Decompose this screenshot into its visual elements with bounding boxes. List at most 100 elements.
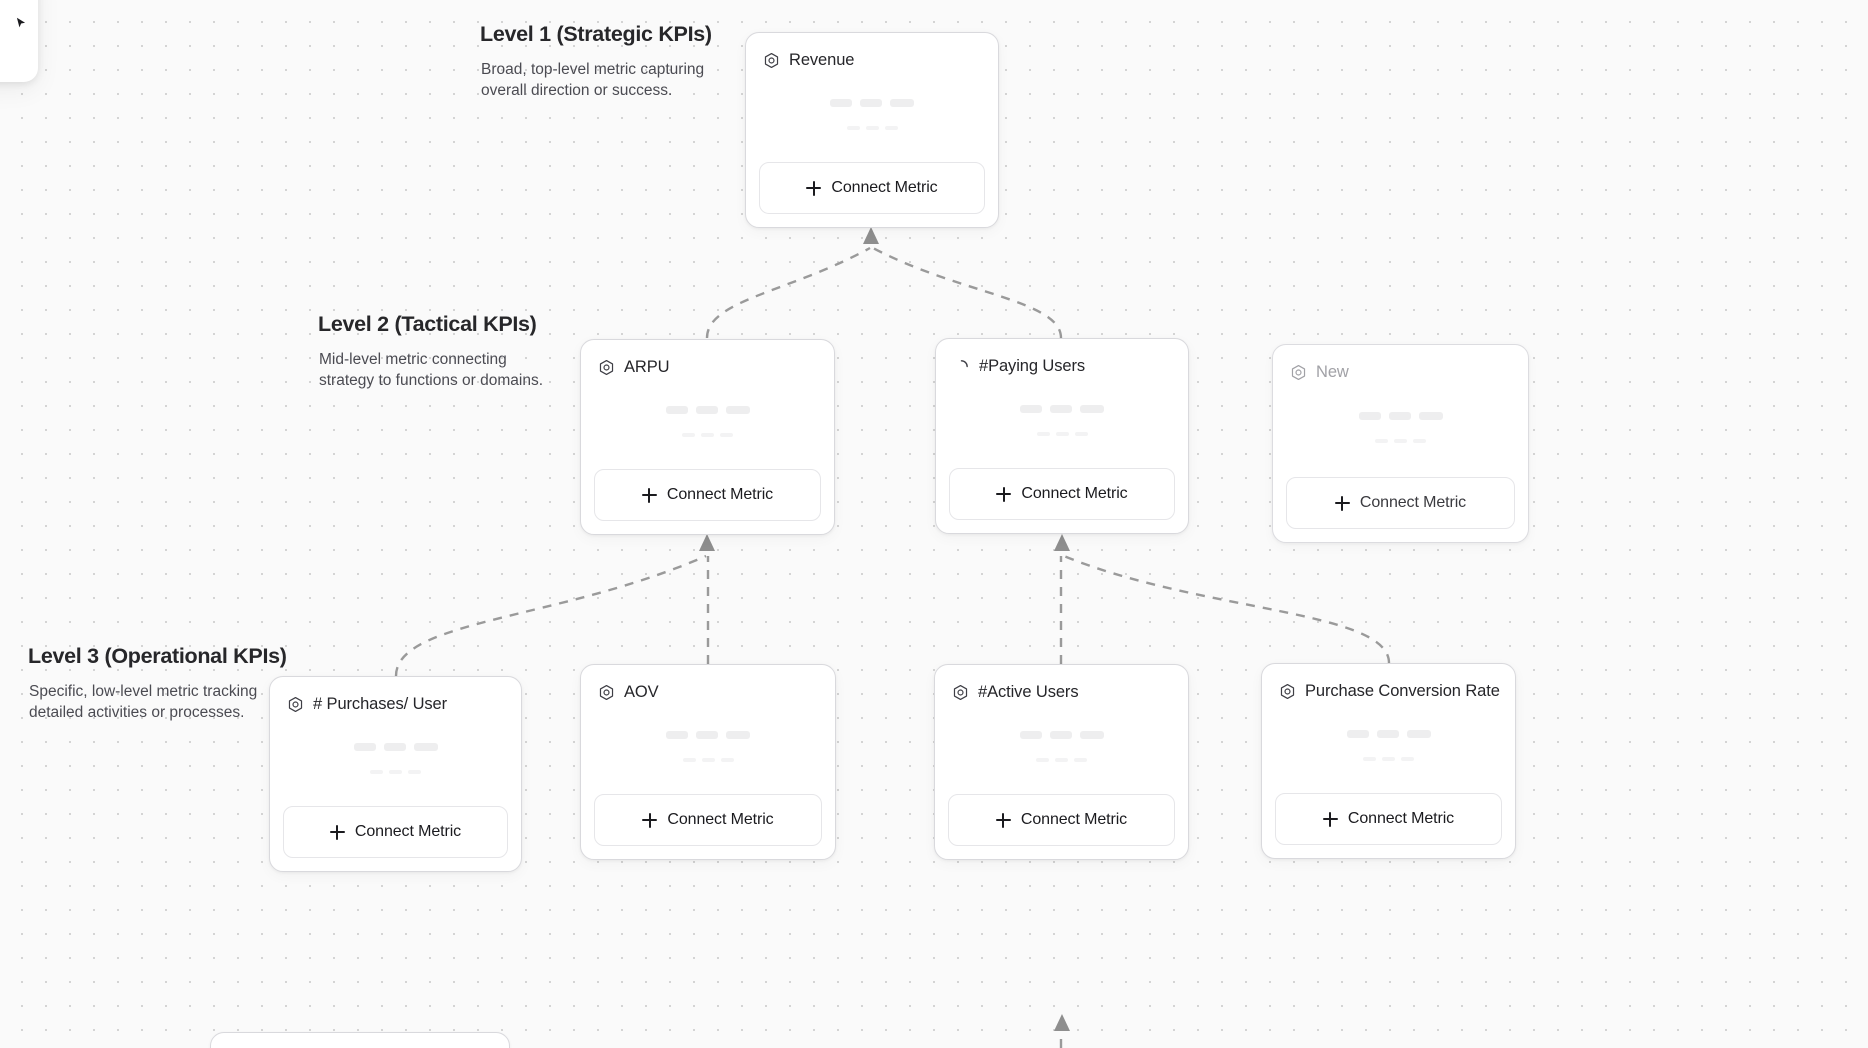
card-skeleton-body xyxy=(594,704,822,794)
card-title: Revenue xyxy=(789,50,855,69)
metric-card-aov[interactable]: AOV Connect Metric xyxy=(580,664,836,860)
card-skeleton-body xyxy=(948,704,1175,794)
plus-icon xyxy=(1334,495,1350,511)
skeleton-bar xyxy=(1418,412,1443,420)
connect-metric-label: Connect Metric xyxy=(1020,811,1128,828)
level-3-title: Level 3 (Operational KPIs) xyxy=(28,644,287,668)
skeleton-row-secondary xyxy=(1363,756,1414,761)
hexagon-metric-icon xyxy=(1280,683,1295,699)
connect-metric-button[interactable]: Connect Metric xyxy=(1286,477,1515,529)
connect-metric-button[interactable]: Connect Metric xyxy=(948,794,1175,846)
skeleton-bar xyxy=(1080,404,1104,413)
level-3-descriptor: Level 3 (Operational KPIs) Specific, low… xyxy=(28,644,287,723)
card-title: #Active Users xyxy=(978,682,1079,701)
card-header: AOV xyxy=(594,678,822,704)
level-2-title: Level 2 (Tactical KPIs) xyxy=(318,312,537,336)
metric-card-purchases-per-user[interactable]: # Purchases/ User Connect Metric xyxy=(269,676,522,872)
skeleton-row-secondary xyxy=(846,125,898,130)
skeleton-bar xyxy=(884,125,898,130)
hexagon-metric-icon xyxy=(764,52,779,68)
plus-icon xyxy=(1322,811,1338,827)
card-skeleton-body xyxy=(1286,384,1515,477)
card-header: # Purchases/ User xyxy=(283,690,508,716)
edge-arpu-to-revenue xyxy=(705,246,871,339)
skeleton-bar xyxy=(1388,412,1411,420)
connect-metric-label: Connect Metric xyxy=(831,179,938,196)
plus-icon xyxy=(642,812,658,828)
skeleton-bar xyxy=(830,98,852,107)
skeleton-bar xyxy=(1074,431,1088,436)
metric-card-purchase-conversion-rate[interactable]: Purchase Conversion Rate Connect Metric xyxy=(1261,663,1516,859)
skeleton-row-primary xyxy=(1020,404,1104,413)
skeleton-bar xyxy=(1394,439,1407,443)
connect-metric-label: Connect Metric xyxy=(667,811,774,828)
loading-spinner-icon xyxy=(960,359,968,367)
card-header: Purchase Conversion Rate xyxy=(1275,677,1502,703)
connect-metric-button[interactable]: Connect Metric xyxy=(594,794,822,846)
skeleton-bar xyxy=(696,730,718,739)
card-skeleton-body xyxy=(594,379,821,469)
skeleton-bar xyxy=(1074,757,1087,762)
edge-conversion-to-paying xyxy=(1063,554,1391,664)
metric-card-new[interactable]: New Connect Metric xyxy=(1272,344,1529,543)
card-header: ARPU xyxy=(594,353,821,379)
edge-arrowhead xyxy=(863,227,879,244)
skeleton-bar xyxy=(408,769,421,774)
skeleton-row-primary xyxy=(353,742,438,751)
skeleton-row-secondary xyxy=(1375,439,1426,443)
skeleton-bar xyxy=(1036,431,1050,436)
skeleton-bar xyxy=(701,432,714,437)
connect-metric-label: Connect Metric xyxy=(354,823,462,840)
plus-icon xyxy=(996,486,1012,502)
skeleton-bar xyxy=(1346,729,1369,738)
skeleton-bar xyxy=(389,769,402,774)
connect-metric-label: Connect Metric xyxy=(1359,494,1467,511)
card-title: # Purchases/ User xyxy=(313,694,448,713)
metric-card-active-users[interactable]: #Active Users Connect Metric xyxy=(934,664,1189,860)
card-title: #Paying Users xyxy=(979,356,1085,375)
skeleton-bar xyxy=(682,432,695,437)
connect-metric-button[interactable]: Connect Metric xyxy=(1275,793,1502,845)
connect-metric-button[interactable]: Connect Metric xyxy=(283,806,508,858)
metric-card-offscreen-bottom[interactable] xyxy=(210,1032,510,1048)
skeleton-bar xyxy=(1055,431,1069,436)
card-skeleton-body xyxy=(949,378,1175,468)
metric-card-revenue[interactable]: Revenue Connect Metric xyxy=(745,32,999,228)
metric-card-paying-users[interactable]: #Paying Users Connect Metric xyxy=(935,338,1189,534)
metric-card-arpu[interactable]: ARPU Connect Metric xyxy=(580,339,835,535)
edge-arrowhead xyxy=(1054,534,1070,551)
card-skeleton-body xyxy=(283,716,508,806)
edge-paying-to-revenue xyxy=(872,246,1063,339)
floating-toolbar-panel[interactable] xyxy=(0,0,38,82)
card-title: Purchase Conversion Rate xyxy=(1305,681,1500,700)
skeleton-bar xyxy=(413,742,438,751)
cursor-arrow-icon xyxy=(16,17,26,28)
skeleton-bar xyxy=(1376,729,1399,738)
card-title: New xyxy=(1316,362,1349,381)
connect-metric-button[interactable]: Connect Metric xyxy=(594,469,821,521)
connect-metric-button[interactable]: Connect Metric xyxy=(949,468,1175,520)
skeleton-bar xyxy=(865,125,879,130)
skeleton-bar xyxy=(1036,757,1049,762)
level-1-title: Level 1 (Strategic KPIs) xyxy=(480,22,712,46)
card-header: #Paying Users xyxy=(949,352,1175,378)
skeleton-bar xyxy=(682,757,696,762)
plus-icon xyxy=(641,487,657,503)
card-title: ARPU xyxy=(624,357,670,376)
skeleton-row-primary xyxy=(1019,730,1104,739)
edge-arrowhead xyxy=(699,534,715,551)
skeleton-bar xyxy=(1358,412,1381,420)
card-header: New xyxy=(1286,358,1515,384)
skeleton-bar xyxy=(1375,439,1388,443)
skeleton-bar xyxy=(383,742,406,751)
skeleton-bar xyxy=(1382,756,1395,761)
level-3-description: Specific, low-level metric tracking deta… xyxy=(29,683,258,722)
skeleton-bar xyxy=(1055,757,1068,762)
connect-metric-label: Connect Metric xyxy=(666,486,774,503)
connect-metric-button[interactable]: Connect Metric xyxy=(759,162,985,214)
level-2-description: Mid-level metric connecting strategy to … xyxy=(319,351,544,390)
skeleton-row-primary xyxy=(666,730,750,739)
skeleton-bar xyxy=(1050,404,1072,413)
skeleton-bar xyxy=(1363,756,1376,761)
